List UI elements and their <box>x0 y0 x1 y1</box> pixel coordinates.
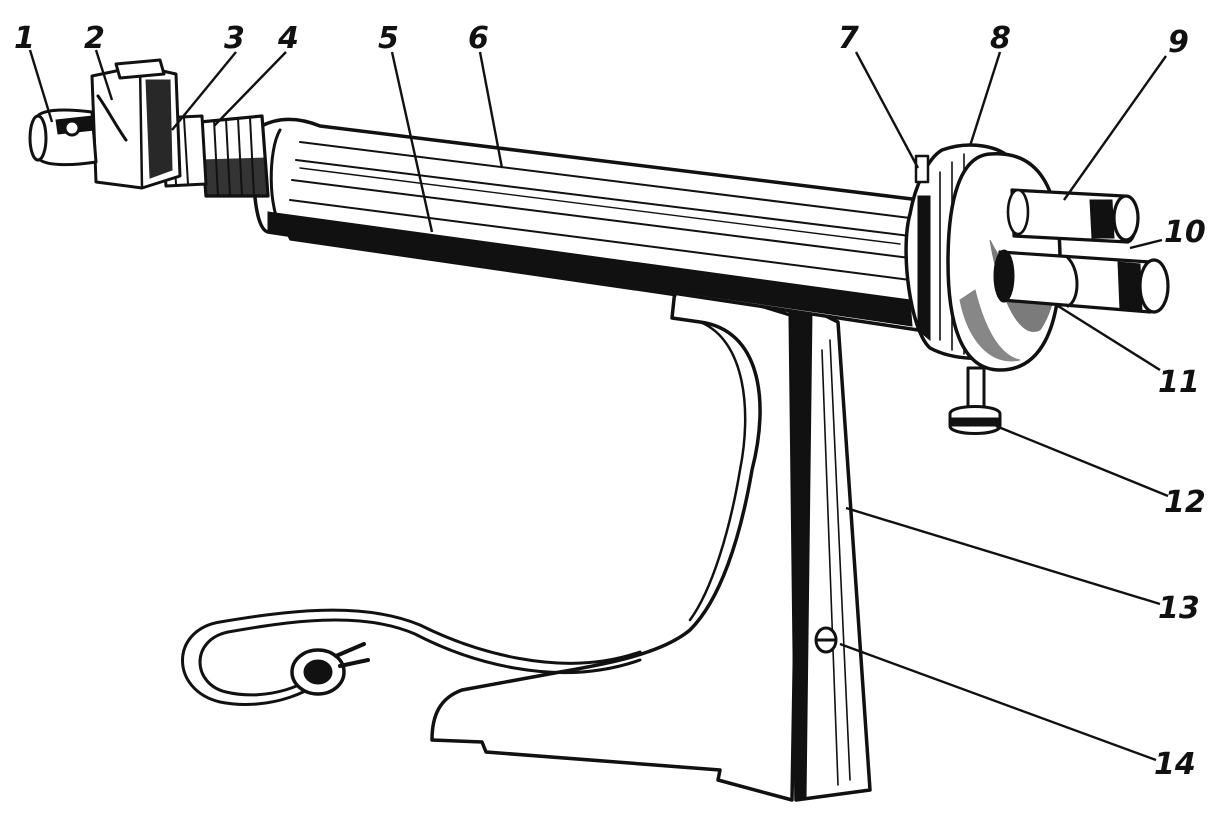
callout-14: 14 <box>1154 747 1196 782</box>
callout-11: 11 <box>1158 365 1200 400</box>
callout-6: 6 <box>468 21 489 56</box>
callout-2: 2 <box>84 21 105 56</box>
callout-8: 8 <box>990 21 1011 56</box>
callout-7: 7 <box>838 21 859 56</box>
callout-13: 13 <box>1158 591 1200 626</box>
callout-12: 12 <box>1164 485 1206 520</box>
main-tube <box>252 117 922 332</box>
right-assembly <box>904 143 1170 435</box>
callout-5: 5 <box>378 21 399 56</box>
power-cable <box>181 608 642 706</box>
left-assembly <box>28 58 270 198</box>
callout-9: 9 <box>1168 25 1189 60</box>
column <box>788 296 872 802</box>
callout-3: 3 <box>224 21 245 56</box>
leader-lines <box>28 49 1169 762</box>
callout-10: 10 <box>1164 215 1206 250</box>
callout-1: 1 <box>14 21 35 56</box>
callout-4: 4 <box>277 21 299 56</box>
callout-labels: 1 2 3 4 5 6 7 8 9 10 11 12 13 14 <box>14 21 1206 782</box>
stand-base <box>430 278 802 802</box>
